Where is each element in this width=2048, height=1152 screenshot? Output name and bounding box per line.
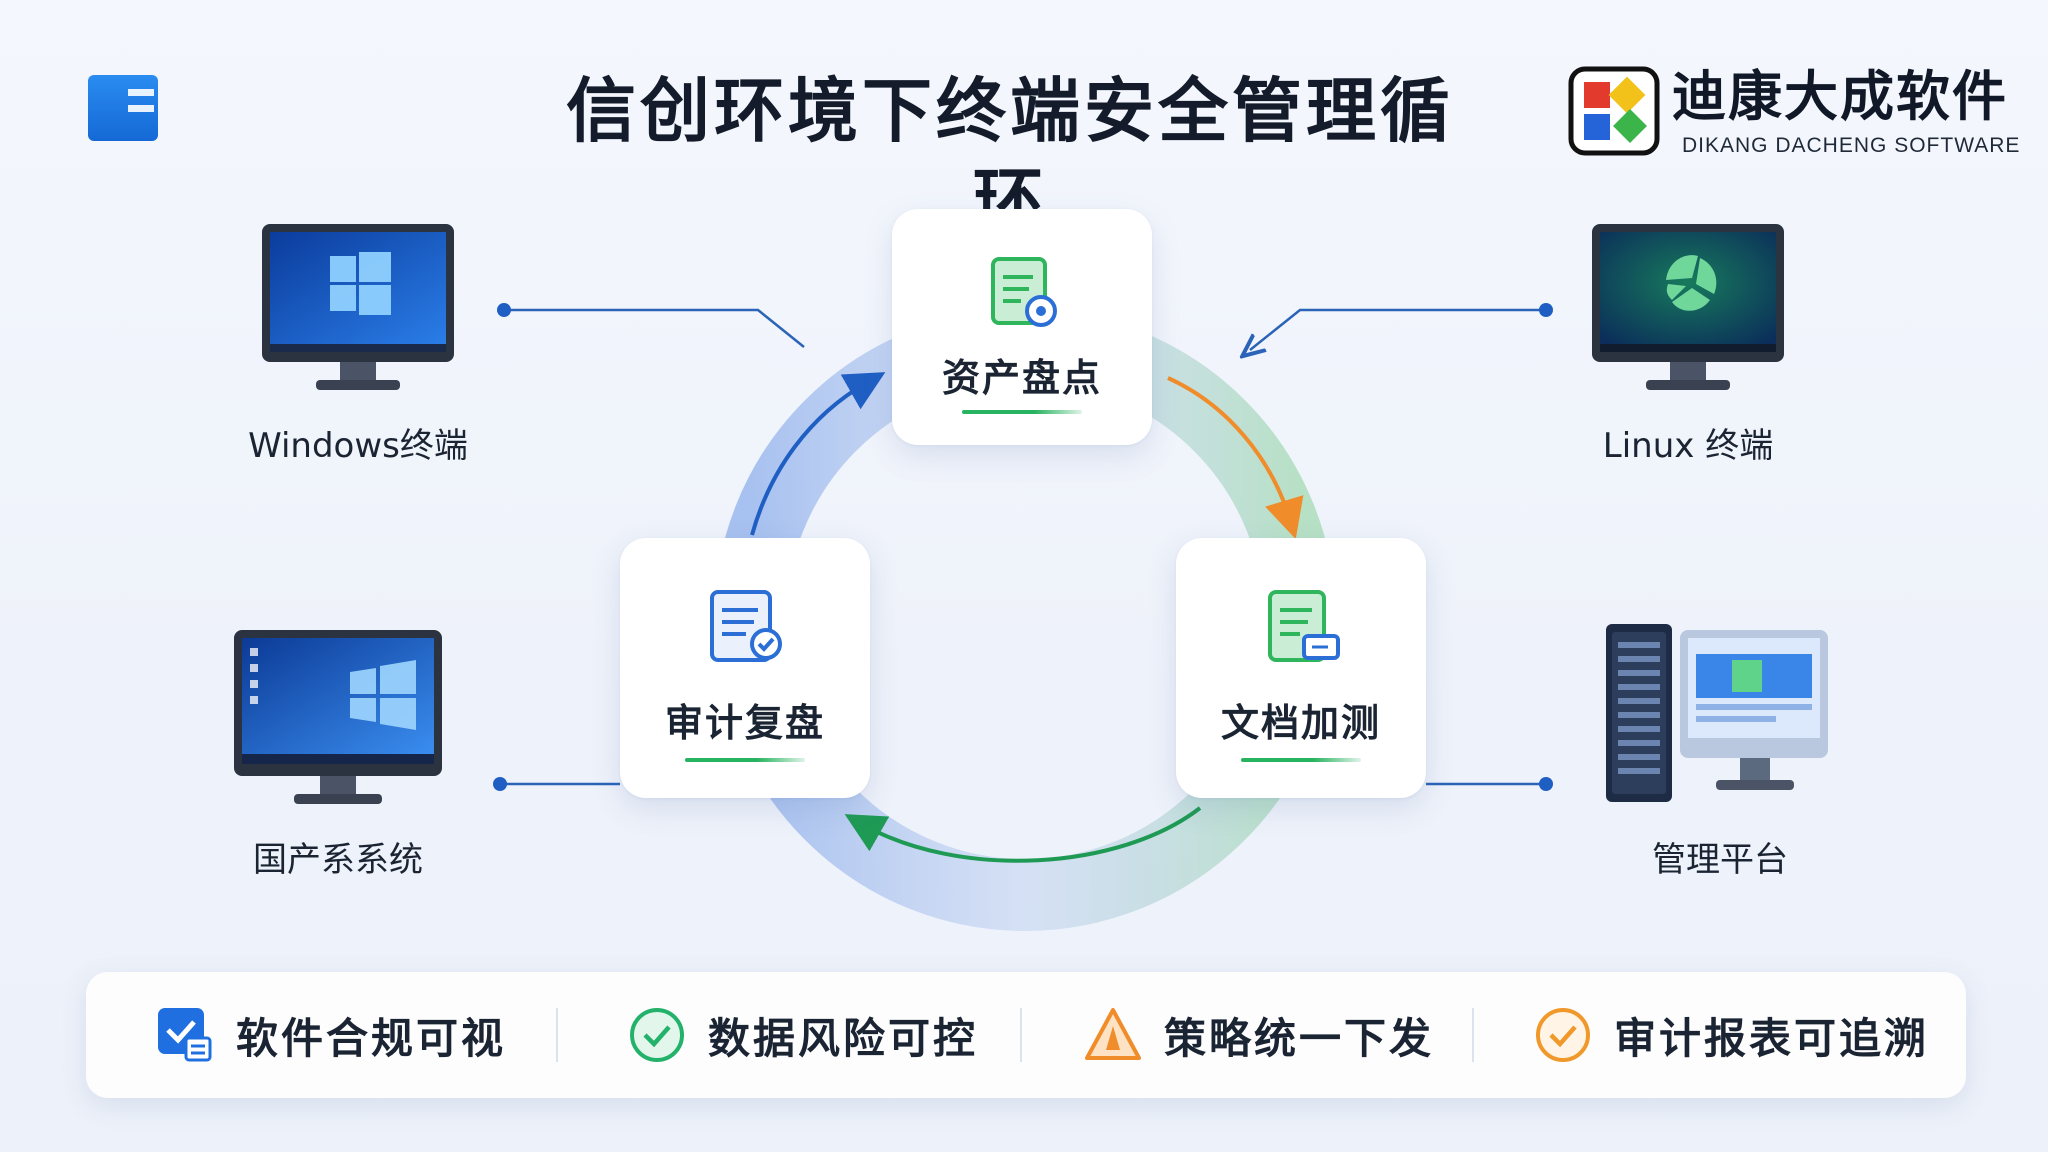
arrow-doc-to-audit [844,806,1202,863]
warning-triangle-icon [1085,1008,1141,1060]
connector-dot-domestic [493,777,507,791]
terminal-label-windows: Windows终端 [248,426,468,466]
brand-logo-icon [1568,66,1660,156]
arrow-asset-to-doc [1167,376,1304,540]
document-check-icon [710,590,782,662]
terminal-label-linux: Linux 终端 [1602,426,1774,466]
cycle-card-label: 审计复盘 [664,701,825,745]
document-lock-icon [1268,590,1340,662]
checkbox-doc-icon [158,1008,212,1062]
check-circle-icon [630,1008,684,1062]
feature-policy-deploy: 策略统一下发 [1084,972,1434,1098]
connector-windows [504,308,805,348]
brand-name: 迪康大成软件 [1672,65,2008,128]
server-console-icon [1606,624,1828,802]
app-logo-icon[interactable] [88,75,158,141]
feature-divider [1020,1008,1022,1062]
feature-label: 数据风险可控 [708,1013,979,1063]
cycle-card-document[interactable]: 文档加测 [1176,538,1426,798]
feature-label: 策略统一下发 [1164,1013,1435,1063]
brand-subtitle: DIKANG DACHENG SOFTWARE [1682,134,2021,157]
domestic-os-monitor-icon [234,630,442,804]
feature-bar: 软件合规可视 数据风险可控 策略统一下发 审计报表可追溯 [86,972,1966,1098]
feature-divider [556,1008,558,1062]
cycle-card-label: 资产盘点 [941,356,1102,400]
cycle-card-label: 文档加测 [1220,701,1381,745]
connector-dot-windows [497,303,511,317]
connector-linux [1250,308,1546,350]
page-title: 信创环境下终端安全管理循环 [566,70,1454,242]
arrow-audit-to-asset [750,372,886,536]
terminal-label-platform: 管理平台 [1652,840,1788,880]
feature-label: 审计报表可追溯 [1614,1013,1930,1063]
check-circle-orange-icon [1536,1008,1590,1062]
feature-label: 软件合规可视 [236,1013,507,1063]
feature-data-risk: 数据风险可控 [628,972,978,1098]
terminal-label-domestic: 国产系系统 [253,840,423,880]
card-underline [685,758,805,762]
cycle-card-audit[interactable]: 审计复盘 [620,538,870,798]
cycle-card-asset[interactable]: 资产盘点 [892,209,1152,445]
connector-dot-linux [1539,303,1553,317]
document-gear-icon [991,257,1057,327]
windows-monitor-icon [262,224,454,390]
feature-divider [1472,1008,1474,1062]
card-underline [962,410,1082,414]
feature-software-compliance: 软件合规可视 [156,972,506,1098]
feature-audit-report: 审计报表可追溯 [1534,972,1929,1098]
card-underline [1241,758,1361,762]
linux-monitor-icon [1592,224,1784,390]
connector-dot-platform [1539,777,1553,791]
